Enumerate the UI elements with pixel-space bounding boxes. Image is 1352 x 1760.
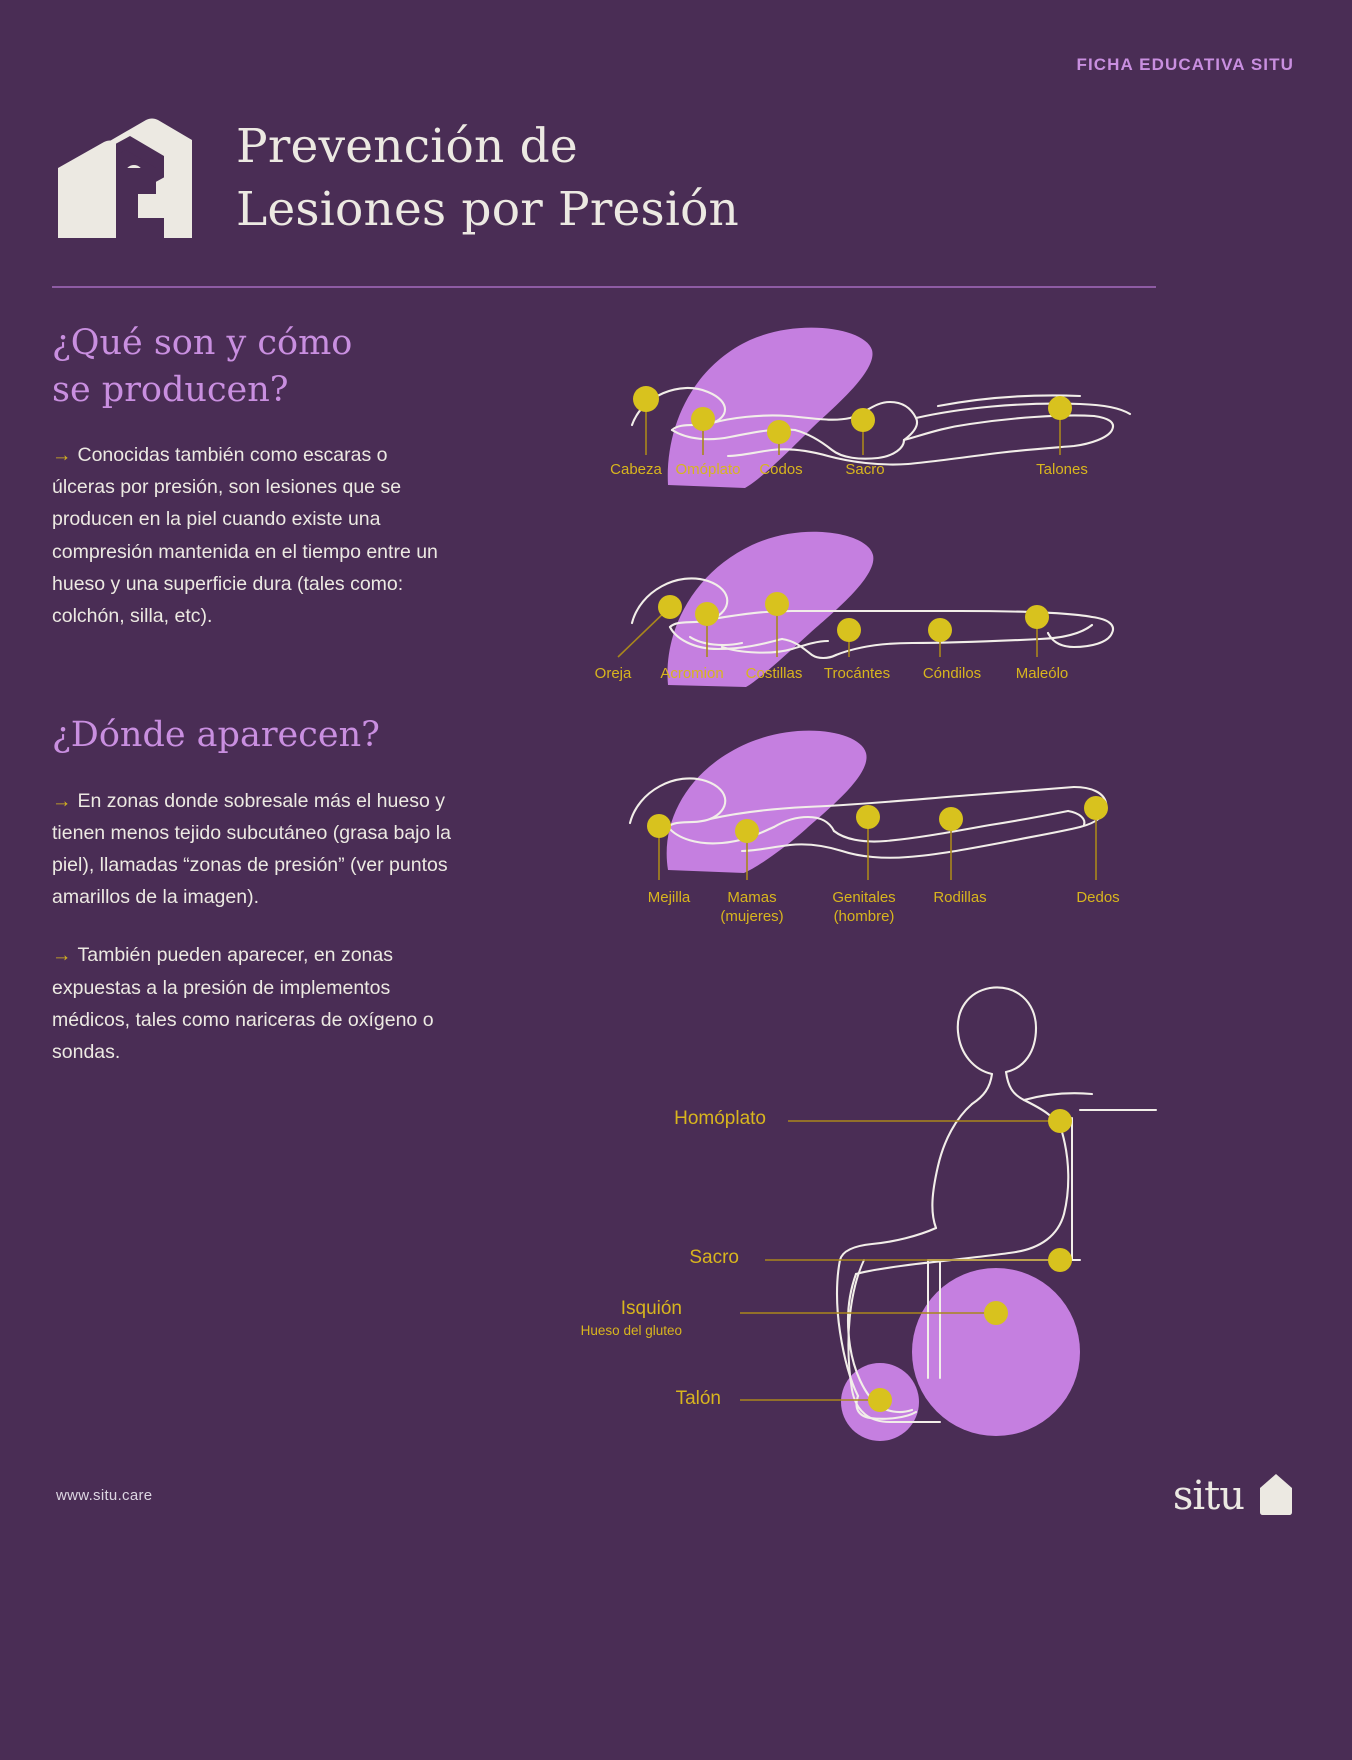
label-text: Sacro — [689, 1247, 739, 1268]
paragraph-text: También pueden aparecer, en zonas expues… — [52, 944, 434, 1063]
label-text: Mejilla — [647, 889, 691, 906]
label-condilos: Cóndilos — [922, 665, 982, 682]
pressure-point-dots — [647, 796, 1108, 843]
page-title: Prevención de Lesiones por Presión — [236, 116, 936, 241]
label-genitales: Genitales (hombre) — [832, 889, 895, 927]
paragraph-que-son: →Conocidas también como escaras o úlcera… — [52, 439, 452, 632]
body-outline — [628, 777, 1108, 859]
label-talones: Talones — [1036, 461, 1088, 478]
left-text-column: ¿Qué son y cómo se producen? →Conocidas … — [52, 320, 452, 1094]
label-sub: (hombre) — [833, 907, 895, 925]
section-heading-que-son: ¿Qué son y cómo se producen? — [52, 320, 452, 413]
page-title-line2: Lesiones por Presión — [236, 181, 740, 237]
header-divider — [52, 286, 1156, 288]
diagram-prone-illustration — [628, 730, 1108, 880]
label-codos: Codos — [759, 461, 803, 478]
diagram-supine-illustration — [630, 327, 1132, 488]
label-rodillas: Rodillas — [933, 889, 986, 908]
label-talon: Talón — [586, 1388, 721, 1411]
section-spacer — [52, 658, 452, 712]
diagram-wheelchair-illustration — [740, 986, 1157, 1441]
footer-brand-text: situ — [1172, 1473, 1245, 1519]
label-sub: Hueso del gluteo — [580, 1322, 682, 1338]
label-oreja: Oreja — [594, 665, 632, 682]
footer-url[interactable]: www.situ.care — [56, 1487, 153, 1504]
page-kicker: FICHA EDUCATIVA SITU — [1076, 55, 1294, 74]
label-sacro-seated: Sacro — [596, 1247, 739, 1270]
label-text: Isquión — [620, 1298, 682, 1319]
paragraph-text: Conocidas también como escaras o úlceras… — [52, 444, 438, 627]
footer-brand: situ — [1173, 1470, 1296, 1516]
arrow-icon: → — [52, 444, 72, 467]
label-cabeza: Cabeza — [610, 461, 662, 478]
label-costillas: Costillas — [745, 665, 803, 682]
arrow-icon: → — [52, 789, 72, 812]
paragraph-donde-2: →También pueden aparecer, en zonas expue… — [52, 939, 452, 1068]
label-text: Homóplato — [674, 1108, 766, 1129]
label-sub: (mujeres) — [720, 907, 784, 925]
house-icon — [1260, 1474, 1292, 1515]
label-text: Rodillas — [933, 889, 987, 906]
diagram-lateral-illustration — [617, 531, 1114, 687]
label-sacro: Sacro — [845, 461, 885, 478]
heading-line1: ¿Qué son y cómo — [52, 323, 353, 363]
label-acromion: Acromion — [660, 665, 724, 682]
pressure-point-dots — [633, 386, 1072, 444]
label-mejilla: Mejilla — [648, 889, 691, 908]
big-wheel-shape — [912, 1268, 1080, 1436]
label-text: Dedos — [1076, 889, 1120, 906]
label-text: Genitales — [832, 889, 896, 906]
label-trocantes: Trocántes — [823, 665, 891, 682]
label-omoplato: Omóplato — [675, 461, 741, 478]
situ-house-logo — [52, 106, 192, 238]
arrow-icon: → — [52, 944, 72, 967]
heading-line2: se producen? — [52, 369, 289, 410]
heading-line1: ¿Dónde aparecen? — [52, 715, 380, 756]
leader-lines — [740, 1120, 1056, 1401]
paragraph-text: En zonas donde sobresale más el hueso y … — [52, 789, 451, 909]
label-mamas: Mamas (mujeres) — [720, 889, 783, 927]
page-title-line1: Prevención de — [236, 119, 578, 174]
pillow-shape — [666, 730, 867, 873]
body-outline — [835, 986, 1094, 1420]
pillow-shape — [667, 327, 873, 488]
label-text: Mamas — [727, 889, 777, 906]
label-homoplato: Homóplato — [596, 1108, 766, 1131]
section-heading-donde: ¿Dónde aparecen? — [52, 712, 452, 759]
pressure-point-dots — [658, 592, 1049, 642]
label-dedos: Dedos — [1076, 889, 1119, 908]
label-isquion: Isquión Hueso del gluteo — [556, 1298, 682, 1339]
paragraph-donde-1: →En zonas donde sobresale más el hueso y… — [52, 785, 452, 914]
label-text: Talón — [675, 1388, 721, 1409]
pressure-point-dots — [868, 1109, 1072, 1412]
label-maleolo: Maleólo — [1015, 665, 1069, 682]
